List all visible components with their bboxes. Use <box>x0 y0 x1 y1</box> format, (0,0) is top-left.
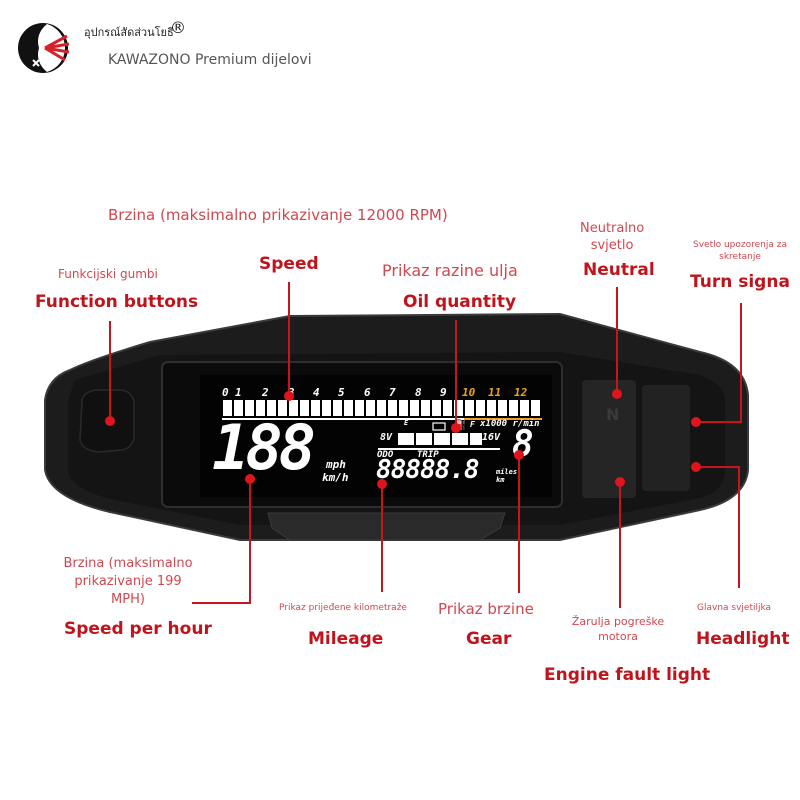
odo-label: ODO <box>377 450 394 460</box>
mileage-leader-line <box>381 484 383 592</box>
rpm-tick: 4 <box>313 386 320 399</box>
speed-per-hour-hr-line3: MPH) <box>111 592 145 607</box>
registered-mark: ® <box>170 18 186 37</box>
odo-unit-miles: miles <box>496 468 518 476</box>
oil-label-en: Oil quantity <box>403 292 517 312</box>
function-buttons-leader-line <box>109 321 111 421</box>
turn-signal-label-hr: Svetlo upozorenja za skretanje <box>693 239 787 263</box>
speed-per-hour-marker-dot <box>245 474 255 484</box>
function-buttons-marker-dot <box>105 416 115 426</box>
engine-fault-label-hr: Žarulja pogreške motora <box>568 614 668 644</box>
brand-thai-name: อุปกรณ์สัดส่วนโยธี <box>84 26 174 39</box>
rpm-tick: 1 <box>235 386 242 399</box>
odo-unit-km: km <box>496 476 505 484</box>
voltage-high: 16V <box>482 432 501 443</box>
kawazono-logo-icon <box>18 23 69 73</box>
rpm-unit: x1000 r/min <box>480 419 540 429</box>
headlight-leader-line <box>738 466 740 588</box>
speed-readout: 188 <box>212 411 316 484</box>
engine-fault-hr-line2: motora <box>598 630 638 643</box>
engine-fault-leader-line <box>619 482 621 608</box>
headlight-marker-dot <box>691 462 701 472</box>
rpm-tick-redline: 11 <box>488 386 502 399</box>
oil-label-hr: Prikaz razine ulja <box>382 261 518 280</box>
speed-leader-line <box>288 282 290 396</box>
mileage-marker-dot <box>377 479 387 489</box>
rpm-tick: 0 <box>222 386 229 399</box>
brand-name: KAWAZONO Premium dijelovi <box>108 52 312 68</box>
turn-signal-marker-dot <box>691 417 701 427</box>
speed-per-hour-label-en: Speed per hour <box>64 619 212 639</box>
neutral-label-hr: Neutralno svjetlo <box>580 220 644 254</box>
neutral-leader-line <box>616 287 618 394</box>
speed-per-hour-hr-line1: Brzina (maksimalno <box>63 556 193 571</box>
turn-signal-label-en: Turn signa <box>690 272 790 292</box>
gear-leader-line <box>518 455 520 593</box>
turn-signal-leader-line <box>740 303 742 422</box>
fuel-empty-label: E <box>404 419 409 427</box>
oil-leader-line <box>455 320 457 428</box>
rpm-tick-redline: 10 <box>462 386 476 399</box>
headlight-leader-line-h <box>697 466 739 468</box>
mileage-label-hr: Prikaz prijeđene kilometraže <box>279 603 407 613</box>
engine-fault-label-en: Engine fault light <box>544 665 711 685</box>
turn-signal-leader-line-h <box>697 421 742 423</box>
fuel-full-label: F <box>470 420 475 429</box>
neutral-label-hr-line1: Neutralno <box>580 221 645 236</box>
rpm-tick-redline: 12 <box>514 386 528 399</box>
rpm-label-hr: Brzina (maksimalno prikazivanje 12000 RP… <box>108 206 448 224</box>
speed-marker-dot <box>284 391 294 401</box>
neutral-label-en: Neutral <box>583 260 655 280</box>
headlight-label-hr: Glavna svjetiljka <box>697 603 772 613</box>
odometer-readout: 88888.8 <box>376 455 480 485</box>
rpm-tick: 8 <box>415 386 422 399</box>
rpm-tick: 7 <box>389 386 396 399</box>
neutral-marker-dot <box>612 389 622 399</box>
rpm-tick-row: 0 1 2 3 4 5 6 7 8 9 10 11 12 <box>222 386 542 400</box>
turn-signal-label-hr-line2: skretanje <box>719 252 761 262</box>
speed-unit-mph: mph <box>326 458 346 471</box>
speed-per-hour-leader-line-h <box>192 602 251 604</box>
rpm-tick: 6 <box>364 386 371 399</box>
gear-label-hr: Prikaz brzine <box>438 600 534 618</box>
mileage-label-en: Mileage <box>308 629 384 649</box>
turn-signal-label-hr-line1: Svetlo upozorenja za <box>693 240 787 250</box>
trip-label: TRIP <box>417 450 439 460</box>
speed-per-hour-label-hr: Brzina (maksimalno prikazivanje 199 MPH) <box>58 555 198 609</box>
speed-per-hour-hr-line2: prikazivanje 199 <box>74 574 182 589</box>
function-buttons-label-hr: Funkcijski gumbi <box>58 267 158 281</box>
function-buttons-label-en: Function buttons <box>35 292 199 312</box>
speed-per-hour-leader-line <box>249 479 251 604</box>
voltage-low: 8V <box>380 432 393 443</box>
oil-marker-dot <box>451 423 461 433</box>
gear-marker-dot <box>514 450 524 460</box>
speed-unit-kmh: km/h <box>322 471 349 484</box>
speed-label-en: Speed <box>259 254 319 274</box>
gear-label-en: Gear <box>466 629 512 649</box>
rpm-tick: 5 <box>338 386 345 399</box>
rpm-tick: 2 <box>262 386 269 399</box>
rpm-tick: 9 <box>440 386 447 399</box>
engine-fault-marker-dot <box>615 477 625 487</box>
svg-text:N: N <box>606 405 619 424</box>
engine-fault-hr-line1: Žarulja pogreške <box>571 615 665 628</box>
neutral-label-hr-line2: svjetlo <box>590 238 634 253</box>
headlight-label-en: Headlight <box>696 629 790 649</box>
